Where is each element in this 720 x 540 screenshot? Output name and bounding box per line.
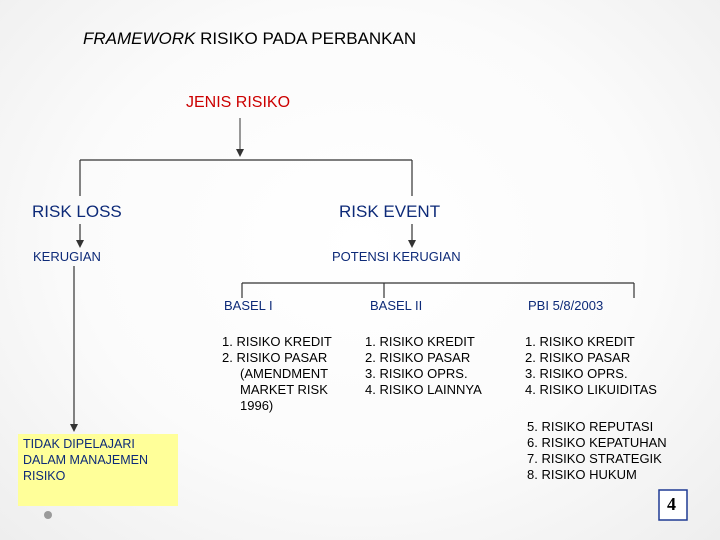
not-studied-text: TIDAK DIPELAJARI DALAM MANAJEMEN RISIKO	[23, 437, 149, 483]
list-item: 6. RISIKO KEPATUHAN	[527, 435, 667, 450]
list-item: 4. RISIKO LIKUIDITAS	[525, 382, 657, 397]
list-item: 1. RISIKO KREDIT	[222, 334, 332, 349]
list-item: 4. RISIKO LAINNYA	[365, 382, 482, 397]
list-item: 2. RISIKO PASAR	[222, 350, 328, 365]
list-item: 8. RISIKO HUKUM	[527, 467, 637, 482]
list-item: 5. RISIKO REPUTASI	[527, 419, 654, 434]
list-item-continuation: MARKET RISK	[240, 382, 328, 397]
basel1-list: 1. RISIKO KREDIT 2. RISIKO PASAR (AMENDM…	[222, 334, 352, 414]
potensi-kerugian-label: POTENSI KERUGIAN	[332, 249, 461, 264]
title-italic: FRAMEWORK	[83, 29, 196, 48]
pbi-list-continued: 5. RISIKO REPUTASI 6. RISIKO KEPATUHAN 7…	[527, 419, 667, 483]
list-item: 2. RISIKO PASAR	[525, 350, 631, 365]
list-item-continuation: (AMENDMENT	[240, 366, 329, 381]
risk-event-head: RISK EVENT	[339, 202, 441, 221]
list-item: 2. RISIKO PASAR	[365, 350, 471, 365]
bullet-dot	[44, 511, 52, 519]
root-node: JENIS RISIKO	[186, 94, 291, 111]
list-item: 1. RISIKO KREDIT	[525, 334, 635, 349]
pbi-head: PBI 5/8/2003	[528, 298, 604, 313]
slide-title: FRAMEWORK RISIKO PADA PERBANKAN	[83, 29, 416, 49]
list-item: 3. RISIKO OPRS.	[525, 366, 628, 381]
basel1-head: BASEL I	[224, 298, 273, 313]
page-number-frame	[658, 489, 688, 521]
basel2-list: 1. RISIKO KREDIT 2. RISIKO PASAR 3. RISI…	[365, 334, 482, 398]
not-studied-box	[18, 434, 178, 506]
page-number: 4	[667, 494, 676, 514]
list-item: 1. RISIKO KREDIT	[365, 334, 475, 349]
basel2-head: BASEL II	[370, 298, 423, 313]
list-item: 7. RISIKO STRATEGIK	[527, 451, 662, 466]
risk-loss-head: RISK LOSS	[32, 202, 122, 221]
list-item: 3. RISIKO OPRS.	[365, 366, 468, 381]
list-item-continuation: 1996)	[240, 398, 274, 413]
title-rest: RISIKO PADA PERBANKAN	[195, 29, 417, 48]
kerugian-label: KERUGIAN	[33, 249, 101, 264]
pbi-list: 1. RISIKO KREDIT 2. RISIKO PASAR 3. RISI…	[525, 334, 657, 398]
